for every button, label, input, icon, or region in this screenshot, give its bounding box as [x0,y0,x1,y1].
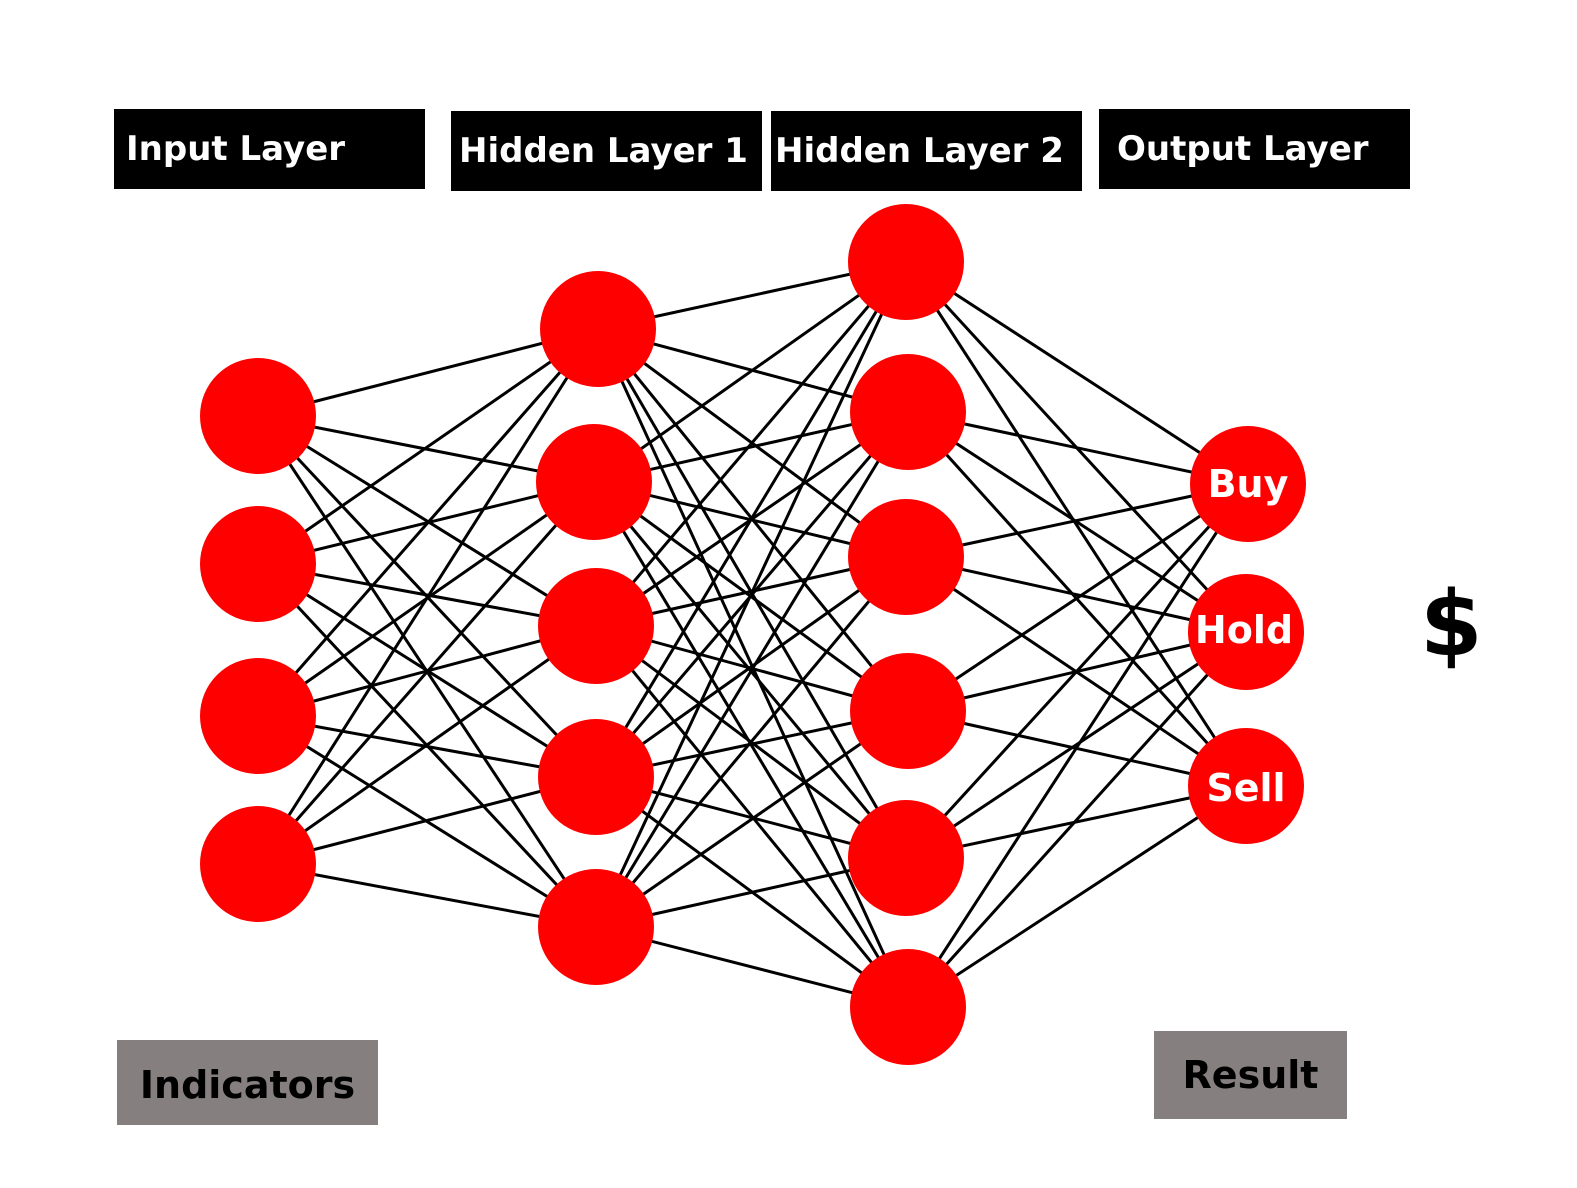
buy-label: Buy [1208,462,1289,506]
input-layer-header: Input Layer [114,109,425,189]
connection-line [595,709,909,929]
connection-line [256,328,600,865]
connection-line [905,260,1249,486]
output-node-sell [1188,728,1304,844]
result-label: Result [1154,1031,1347,1119]
hidden1-node [538,719,654,835]
connection-line [257,775,597,866]
connection-line [257,624,597,866]
connection-line [593,260,907,484]
input-node [200,506,316,622]
connection-line [257,327,599,566]
sell-label: Sell [1206,766,1285,810]
connection-line [595,555,907,779]
connection-line [257,414,597,628]
connection-line [906,630,1248,1009]
input-node [200,658,316,774]
hidden2-node [848,499,964,615]
connection-line [904,261,1248,787]
connection-line [594,556,908,928]
hidden1-node [538,869,654,985]
output-node-buy [1190,426,1306,542]
hidden1-node [536,424,652,540]
connection-line [594,261,908,778]
hidden2-node [848,800,964,916]
connection-line [905,482,1249,559]
connection-line [594,261,908,627]
connection-line [904,482,1250,860]
output-node-hold [1188,574,1304,690]
connection-line [906,483,1250,1008]
hidden2-node [850,949,966,1065]
hidden2-node [848,204,964,320]
output-layer-header: Output Layer [1099,109,1410,189]
dollar-sign: $ [1420,572,1483,677]
connection-line [256,481,596,865]
hidden2-node [850,354,966,470]
indicators-label: Indicators [117,1040,378,1125]
hold-label: Hold [1195,608,1293,652]
connections [256,260,1250,1009]
connection-line [594,411,910,928]
hidden2-node [850,653,966,769]
input-node [200,358,316,474]
hidden-layer-1-header: Hidden Layer 1 [451,111,762,191]
hidden1-node [538,568,654,684]
connection-line [257,327,599,418]
connection-line [905,630,1247,860]
connection-line [256,328,600,717]
connection-line [905,555,1247,634]
neurons [200,204,1306,1065]
hidden1-node [540,271,656,387]
connection-line [594,261,908,928]
input-node [200,806,316,922]
connection-line [907,482,1249,713]
hidden-layer-2-header: Hidden Layer 2 [771,111,1082,191]
connection-line [907,784,1247,1009]
